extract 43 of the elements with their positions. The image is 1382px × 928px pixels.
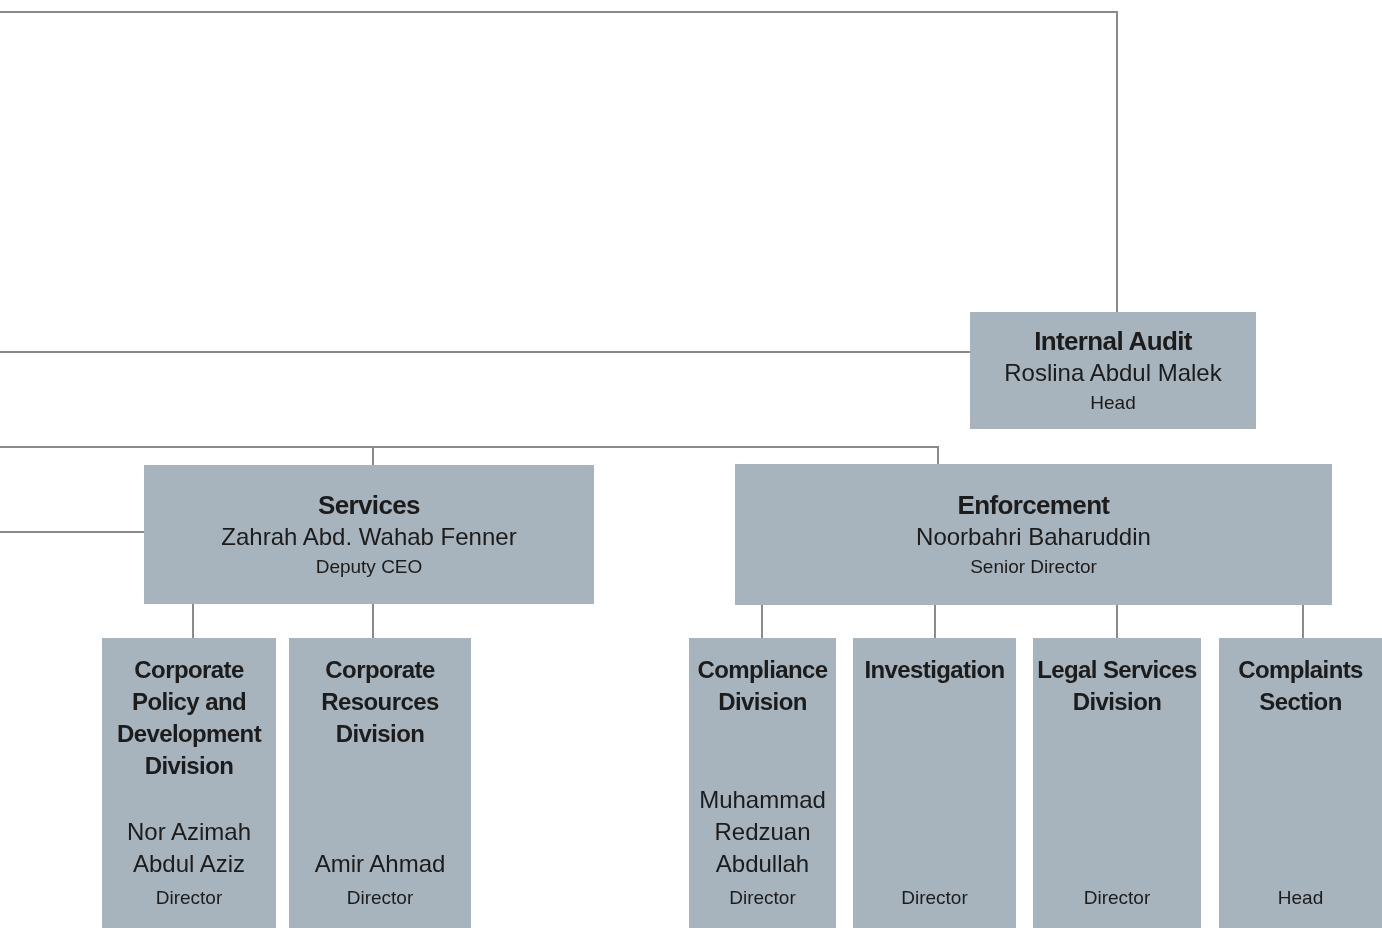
position-box (735, 464, 1332, 605)
unit-title: Services (318, 488, 420, 521)
role-text: Senior Director (970, 554, 1097, 579)
unit-title: Corporate Resources Division (320, 655, 440, 749)
role-text: Deputy CEO (315, 554, 423, 579)
unit-title: Legal Services Division (1036, 655, 1198, 717)
role-text: Director (346, 886, 414, 910)
unit-title: Complaints Section (1237, 655, 1364, 717)
position-box (1033, 638, 1201, 928)
connector-line (0, 11, 1118, 313)
role-text: Director (901, 886, 968, 910)
person-name: Nor Azimah Abdul Aziz (125, 817, 252, 879)
connector-line (0, 351, 971, 353)
role-text: Director (729, 886, 796, 910)
role-text: Director (1083, 886, 1151, 910)
position-box (1219, 638, 1382, 928)
connector-line (192, 603, 194, 639)
connector-line (761, 604, 763, 639)
connector-line (934, 604, 936, 639)
connector-line (1116, 604, 1118, 639)
connector-line (0, 531, 145, 533)
role-text: Head (1277, 886, 1324, 910)
person-name: Muhammad Redzuan Abdullah (698, 785, 827, 879)
unit-title: Enforcement (957, 488, 1110, 521)
person-name: Noorbahri Baharuddin (916, 521, 1151, 552)
role-text: Director (155, 886, 223, 910)
unit-title: Investigation (863, 655, 1006, 685)
position-box (853, 638, 1016, 928)
unit-title: Corporate Policy and Development Division (115, 655, 263, 781)
position-box (144, 465, 594, 604)
position-box (102, 638, 276, 928)
connector-line (372, 603, 374, 639)
position-box (289, 638, 471, 928)
position-box (689, 638, 836, 928)
person-name: Roslina Abdul Malek (1004, 357, 1222, 388)
role-text: Head (1090, 390, 1136, 415)
connector-line (0, 446, 939, 465)
unit-title: Internal Audit (1034, 324, 1192, 357)
person-name: Amir Ahmad (313, 849, 447, 879)
person-name: Zahrah Abd. Wahab Fenner (221, 521, 517, 552)
unit-title: Compliance Division (696, 655, 829, 717)
connector-line (1302, 604, 1304, 639)
position-box (970, 312, 1256, 429)
